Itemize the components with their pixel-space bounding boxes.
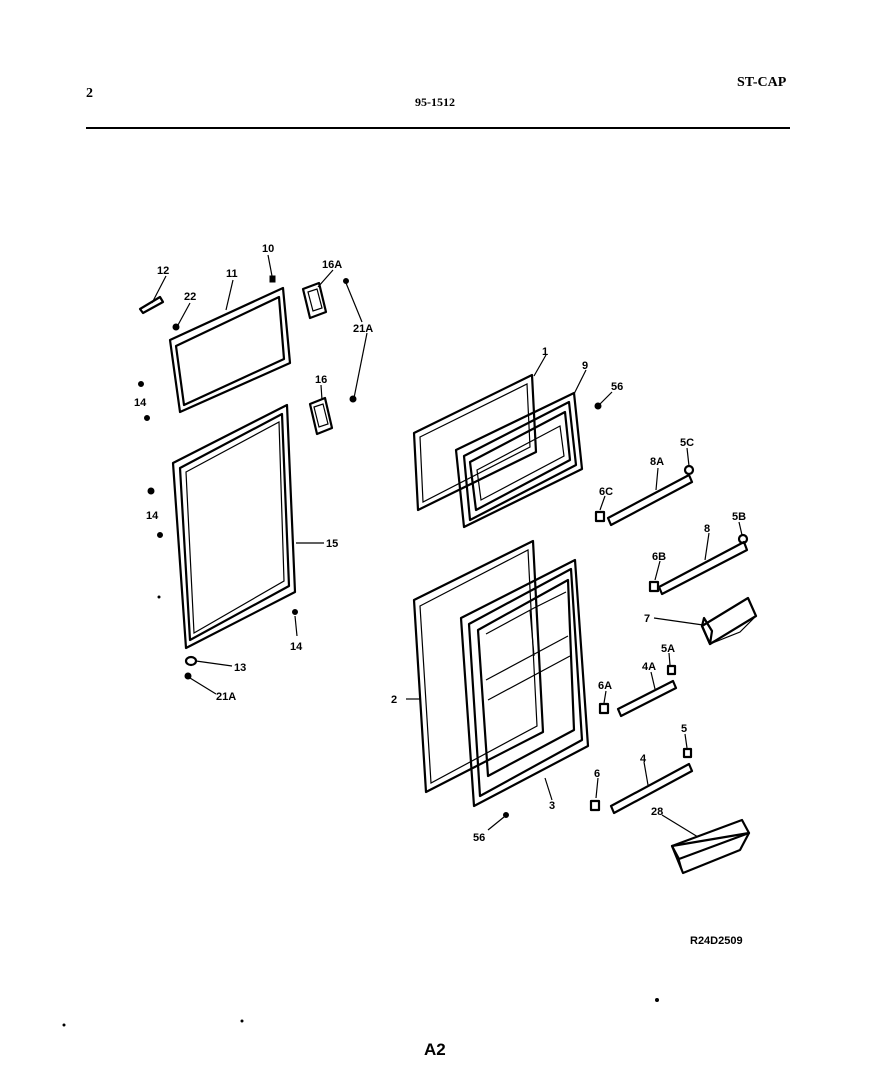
leader-lines — [151, 254, 743, 838]
screws-14-mid — [147, 487, 163, 538]
shelf-rail-8A — [606, 473, 694, 527]
model-code: ST-CAP — [737, 75, 787, 90]
callout-labels: 12 11 10 22 16A 21A 14 16 14 15 14 13 21… — [134, 243, 746, 844]
end-cap-5C — [683, 464, 695, 476]
screw-10 — [269, 275, 276, 283]
callout-10: 10 — [262, 243, 274, 255]
header-rule — [86, 127, 790, 129]
screws-14-upper — [138, 381, 150, 421]
end-cap-6B — [648, 580, 660, 593]
callout-6: 6 — [594, 768, 600, 780]
hinge-cover-16 — [308, 396, 334, 436]
screws-21A-upper — [343, 278, 357, 403]
door-bin-28 — [670, 818, 751, 875]
callout-2: 2 — [391, 694, 397, 706]
hinge-cover-16A — [301, 281, 328, 320]
callout-28: 28 — [651, 806, 663, 818]
callout-5B: 5B — [732, 511, 746, 523]
scan-specks — [62, 595, 659, 1027]
callout-11: 11 — [226, 268, 238, 280]
freezer-door-gasket — [168, 286, 292, 414]
document-number: 95-1512 — [415, 95, 455, 109]
callout-21A-upper: 21A — [353, 323, 373, 335]
screw-56-lower — [503, 812, 509, 818]
page-sheet — [26, 12, 872, 1070]
callout-14-upper: 14 — [134, 397, 147, 409]
screw-14-lower — [292, 609, 298, 615]
callout-14-mid: 14 — [146, 510, 159, 522]
callout-6A: 6A — [598, 680, 612, 692]
callout-22: 22 — [184, 291, 196, 303]
shelf-rail-4A — [616, 679, 678, 718]
screw-21A-lower — [184, 672, 192, 680]
end-cap-6A — [598, 702, 610, 715]
callout-7: 7 — [644, 613, 650, 625]
callout-14-lower: 14 — [290, 641, 303, 653]
callout-1: 1 — [542, 346, 548, 358]
freezer-door-liner-9 — [454, 391, 584, 529]
callout-8A: 8A — [650, 456, 664, 468]
end-cap-6C — [594, 510, 606, 523]
callout-5: 5 — [681, 723, 687, 735]
screw-56-upper — [594, 402, 602, 410]
handle-cap-12 — [138, 295, 165, 315]
callout-8: 8 — [704, 523, 710, 535]
end-cap-6 — [589, 799, 601, 812]
end-cap-5 — [682, 747, 693, 759]
fresh-food-door-gasket-2 — [412, 539, 545, 794]
callout-5A: 5A — [661, 643, 675, 655]
end-cap-5A — [666, 664, 677, 676]
screw-22 — [172, 323, 180, 331]
end-cap-5B — [737, 533, 749, 545]
page-id: A2 — [424, 1040, 446, 1059]
freezer-door-gasket-1 — [412, 373, 538, 512]
callout-21A-lower: 21A — [216, 691, 236, 703]
page-number: 2 — [86, 86, 93, 101]
callout-6B: 6B — [652, 551, 666, 563]
drawing-code: R24D2509 — [690, 935, 743, 947]
dairy-bin-7 — [700, 596, 758, 646]
shelf-rail-4 — [609, 762, 694, 815]
callout-15: 15 — [326, 538, 338, 550]
shelf-rail-8 — [657, 540, 749, 596]
callout-4: 4 — [640, 753, 647, 765]
hinge-bushing-13 — [184, 655, 198, 667]
fresh-food-door-liner-3 — [459, 558, 590, 808]
callout-4A: 4A — [642, 661, 656, 673]
callout-3: 3 — [549, 800, 555, 812]
callout-13: 13 — [234, 662, 246, 674]
fresh-food-door-gasket — [171, 403, 297, 650]
callout-12: 12 — [157, 265, 169, 277]
callout-56-lower: 56 — [473, 832, 485, 844]
callout-56-upper: 56 — [611, 381, 623, 393]
callout-16: 16 — [315, 374, 327, 386]
callout-9: 9 — [582, 360, 588, 372]
callout-5C: 5C — [680, 437, 694, 449]
callout-16A: 16A — [322, 259, 342, 271]
callout-6C: 6C — [599, 486, 613, 498]
